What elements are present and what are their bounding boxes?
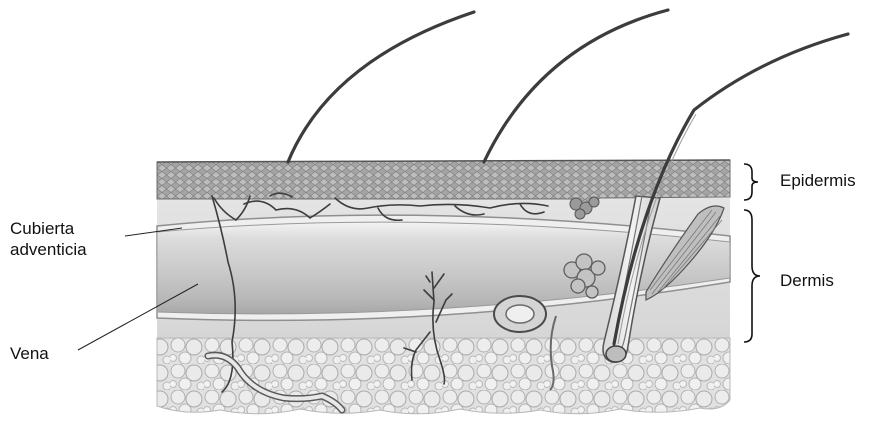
adventitia-label-line2: adventicia — [10, 240, 87, 260]
adventitia-label-line1: Cubierta — [10, 219, 74, 239]
epidermis-bracket — [744, 164, 758, 200]
dermis-bracket — [744, 210, 760, 342]
dermis-label: Dermis — [780, 271, 834, 291]
vein-label: Vena — [10, 344, 49, 364]
epidermis-label: Epidermis — [780, 171, 856, 191]
